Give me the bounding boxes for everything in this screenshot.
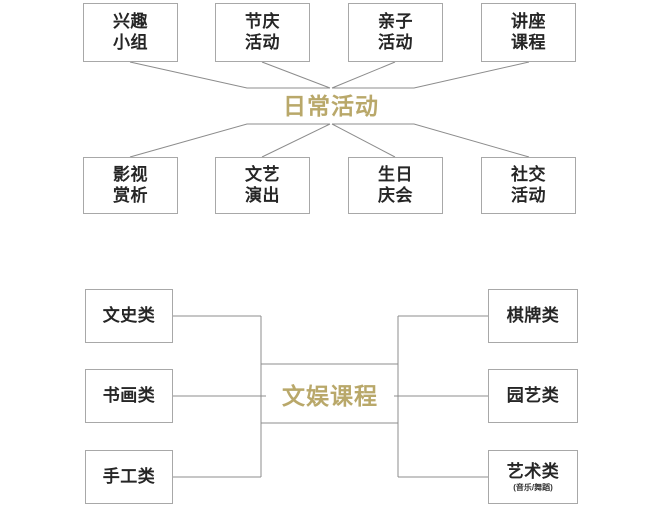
line-hub-to-bot3	[331, 123, 396, 158]
node-top-3[interactable]: 亲子 活动	[348, 3, 443, 62]
line-hub-to-bot1	[129, 123, 330, 158]
node-bottom-4[interactable]: 社交 活动	[481, 157, 576, 214]
node-left-1-line1: 文史类	[102, 305, 156, 325]
node-top-4[interactable]: 讲座 课程	[481, 3, 576, 62]
line-hub-to-bot2	[261, 123, 331, 158]
node-left-1[interactable]: 文史类	[85, 289, 173, 343]
node-left-3-line1: 手工类	[102, 466, 156, 486]
line-top3-to-hub	[331, 61, 396, 89]
node-top-4-line1: 讲座	[511, 12, 546, 32]
node-bottom-2-line1: 文艺	[245, 165, 280, 185]
node-right-3-line1: 艺术类	[506, 461, 560, 481]
node-bottom-3-line1: 生日	[378, 165, 413, 185]
node-top-3-line1: 亲子	[378, 12, 413, 32]
node-top-1-line1: 兴趣	[113, 12, 148, 32]
node-bottom-1-line1: 影视	[113, 165, 148, 185]
node-right-1[interactable]: 棋牌类	[488, 289, 578, 343]
node-bottom-2[interactable]: 文艺 演出	[215, 157, 310, 214]
node-bottom-4-line2: 活动	[511, 185, 546, 205]
node-top-2-line2: 活动	[245, 32, 280, 52]
node-left-2-line1: 书画类	[102, 385, 156, 405]
node-bottom-4-line1: 社交	[511, 165, 546, 185]
node-bottom-1-line2: 赏析	[113, 185, 148, 205]
node-bottom-3[interactable]: 生日 庆会	[348, 157, 443, 214]
node-top-1-line2: 小组	[113, 32, 148, 52]
node-top-2-line1: 节庆	[245, 12, 280, 32]
node-left-3[interactable]: 手工类	[85, 450, 173, 504]
node-top-2[interactable]: 节庆 活动	[215, 3, 310, 62]
node-left-2[interactable]: 书画类	[85, 369, 173, 423]
node-top-1[interactable]: 兴趣 小组	[83, 3, 178, 62]
hub-label-daily-activities: 日常活动	[268, 90, 394, 122]
line-top4-to-hub	[332, 61, 530, 89]
node-right-1-line1: 棋牌类	[506, 305, 560, 325]
node-right-3-subtitle: (音乐/舞蹈)	[513, 482, 553, 492]
line-hub-to-bot4	[332, 123, 530, 158]
node-right-3[interactable]: 艺术类 (音乐/舞蹈)	[488, 450, 578, 504]
node-bottom-1[interactable]: 影视 赏析	[83, 157, 178, 214]
node-bottom-2-line2: 演出	[245, 185, 280, 205]
hub-label-culture-courses: 文娱课程	[266, 379, 394, 413]
node-right-2-line1: 园艺类	[506, 385, 560, 405]
node-right-2[interactable]: 园艺类	[488, 369, 578, 423]
node-top-3-line2: 活动	[378, 32, 413, 52]
line-top2-to-hub	[261, 61, 331, 89]
node-bottom-3-line2: 庆会	[378, 185, 413, 205]
node-top-4-line2: 课程	[511, 32, 546, 52]
line-top1-to-hub	[129, 61, 330, 89]
